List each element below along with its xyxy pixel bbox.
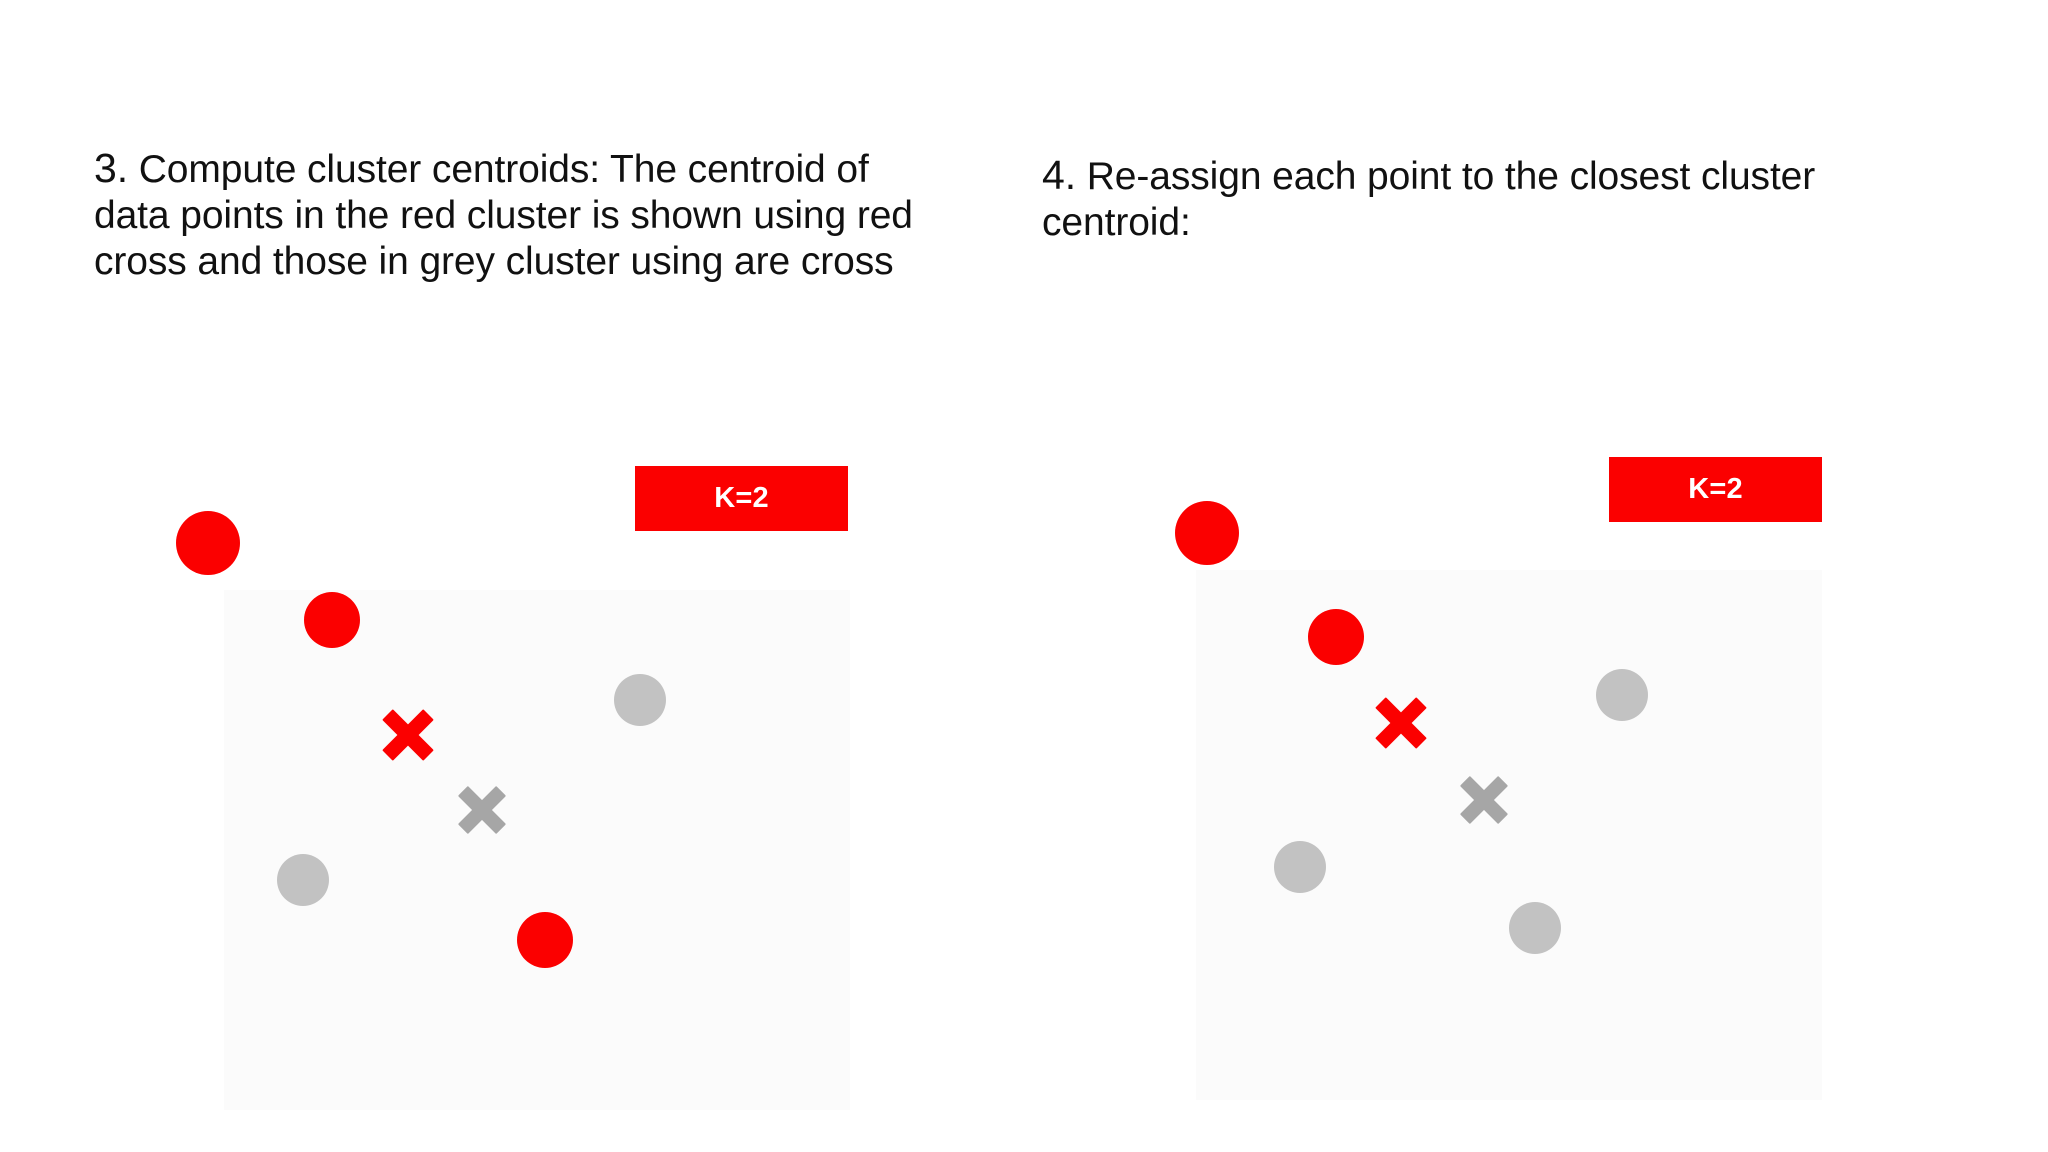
data-point-grey-1 bbox=[614, 674, 666, 726]
data-point-red-3 bbox=[517, 912, 573, 968]
scatter-plot-step-3 bbox=[150, 430, 850, 1130]
centroid-cross-grey bbox=[1458, 774, 1510, 826]
data-point-grey-2 bbox=[1274, 841, 1326, 893]
heading-step-3: 3. Compute cluster centroids: The centro… bbox=[94, 145, 934, 284]
step-number-3: 3. bbox=[94, 145, 128, 191]
plot-background-tint-right bbox=[1196, 570, 1822, 1100]
data-point-red-1 bbox=[1175, 501, 1239, 565]
centroid-cross-red bbox=[1373, 695, 1429, 751]
centroid-cross-red bbox=[380, 707, 436, 763]
heading-step-3-text: Compute cluster centroids: The centroid … bbox=[94, 148, 913, 283]
data-point-red-2 bbox=[1308, 609, 1364, 665]
data-point-grey-2 bbox=[277, 854, 329, 906]
heading-step-4-text: Re-assign each point to the closest clus… bbox=[1042, 155, 1816, 244]
data-point-grey-3 bbox=[1509, 902, 1561, 954]
k-value-badge-right: K=2 bbox=[1609, 457, 1822, 522]
step-number-4: 4. bbox=[1042, 152, 1076, 198]
centroid-cross-grey bbox=[456, 784, 508, 836]
k-value-badge-left: K=2 bbox=[635, 466, 848, 531]
data-point-red-1 bbox=[176, 511, 240, 575]
data-point-red-2 bbox=[304, 592, 360, 648]
scatter-plot-step-4 bbox=[1122, 420, 1822, 1120]
data-point-grey-1 bbox=[1596, 669, 1648, 721]
heading-step-4: 4. Re-assign each point to the closest c… bbox=[1042, 152, 1872, 246]
plot-background-tint-left bbox=[224, 590, 850, 1110]
